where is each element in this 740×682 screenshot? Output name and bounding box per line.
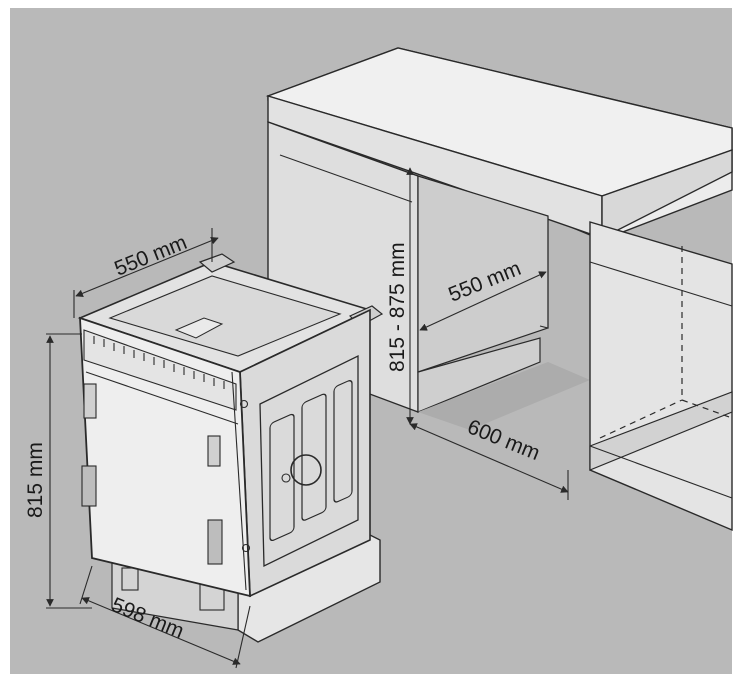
kitchen-cabinet bbox=[265, 47, 733, 532]
dishwasher-appliance bbox=[77, 253, 384, 643]
recess-height-label: 815 - 875 mm bbox=[386, 242, 409, 372]
appliance-height-label: 815 mm bbox=[24, 442, 47, 518]
dimension-lines bbox=[46, 167, 569, 669]
